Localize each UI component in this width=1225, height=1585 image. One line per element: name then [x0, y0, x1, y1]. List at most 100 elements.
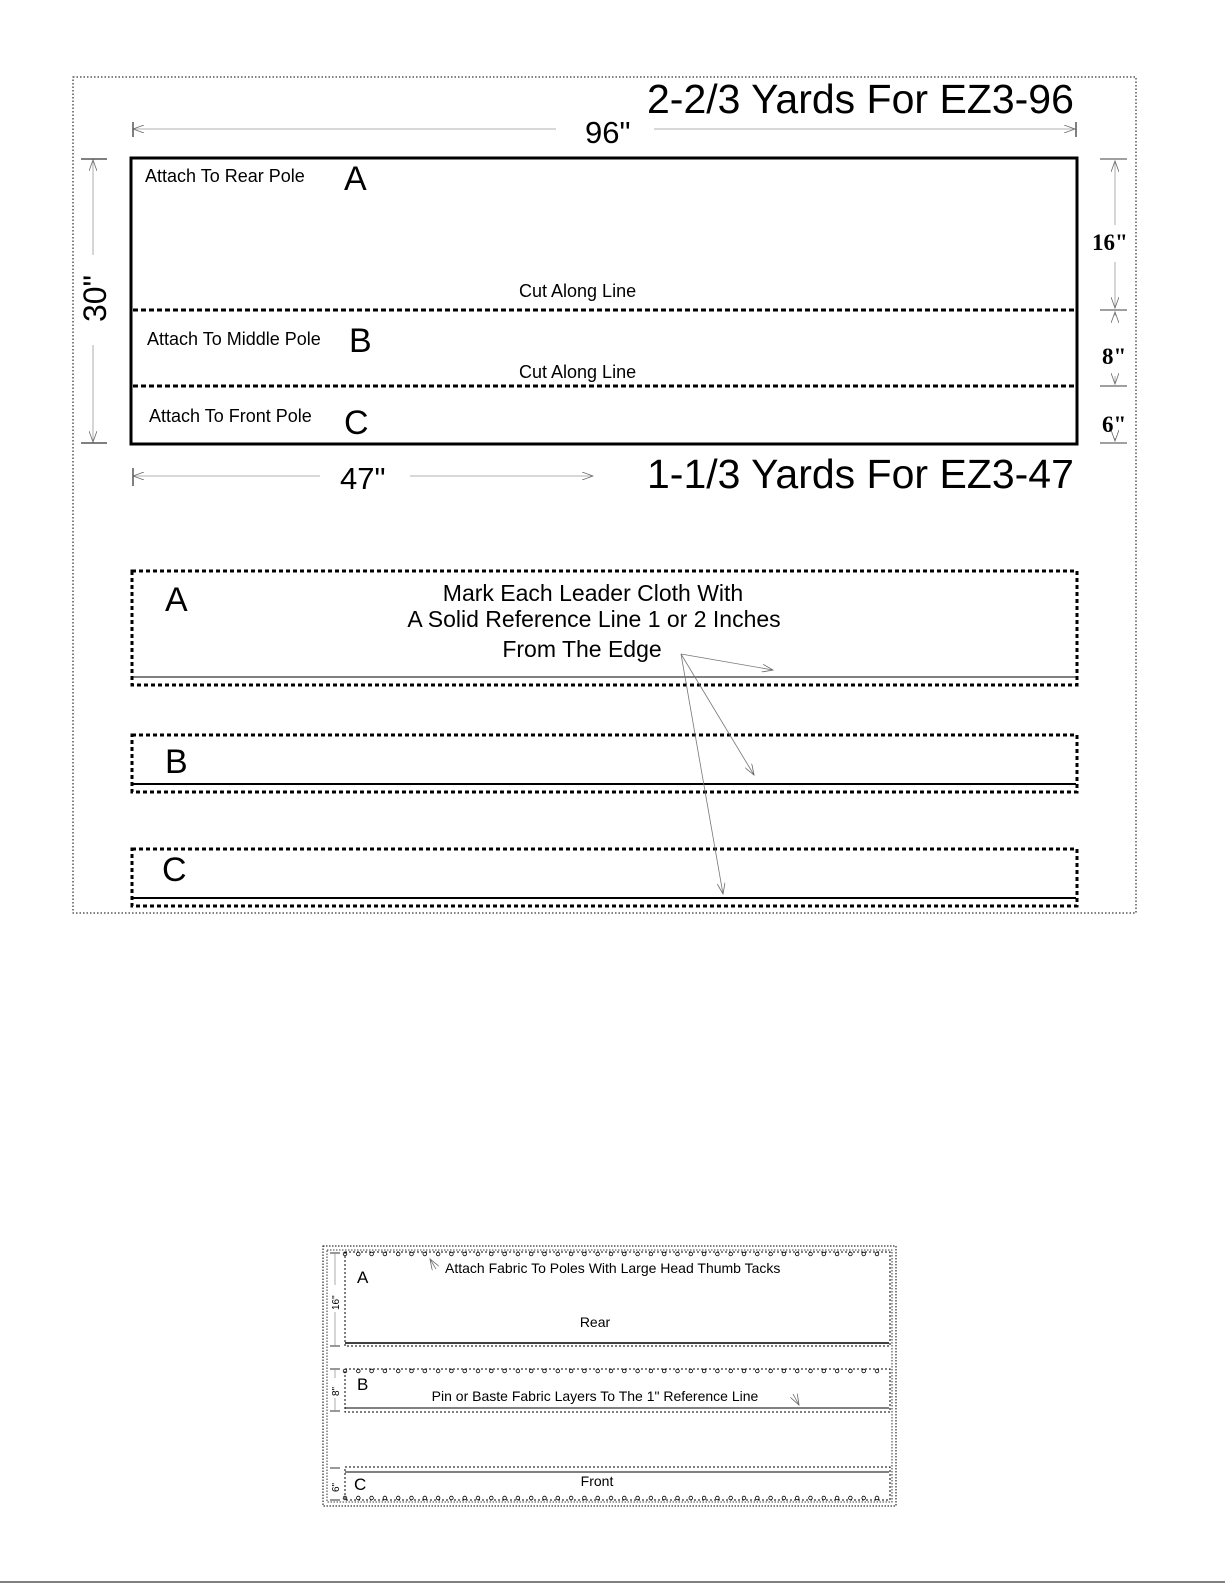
dimension-30: 30": [77, 158, 113, 444]
tack-row-middle: [342, 1368, 880, 1374]
thumb-tack-icon: [356, 1495, 361, 1501]
thumb-tack-icon: [382, 1495, 388, 1501]
thumb-tack-icon: [715, 1495, 720, 1501]
letter-c-bottom: C: [354, 1475, 366, 1494]
label-front-pole: Attach To Front Pole: [149, 406, 312, 426]
thumb-tack-icon: [595, 1368, 600, 1374]
thumb-tack-icon: [635, 1495, 640, 1501]
thumb-tack-icon: [741, 1495, 747, 1501]
thumb-tack-icon: [342, 1368, 348, 1374]
thumb-tack-icon: [542, 1251, 547, 1257]
thumb-tack-icon: [622, 1368, 627, 1374]
thumb-tack-icon: [462, 1368, 467, 1374]
front-label: Front: [581, 1473, 614, 1489]
thumb-tack-icon: [808, 1368, 813, 1374]
thumb-tack-icon: [848, 1251, 853, 1257]
thumb-tack-icon: [435, 1251, 441, 1257]
letter-a-top: A: [344, 160, 367, 198]
thumb-tack-icon: [608, 1368, 614, 1374]
thumb-tack-icon: [848, 1495, 853, 1501]
thumb-tack-icon: [382, 1251, 388, 1257]
dimension-right: 16" 8" 6": [1092, 158, 1128, 444]
leader-cloth-b: B: [130, 733, 1079, 794]
thumb-tack-icon: [834, 1495, 840, 1501]
letter-b-leader: B: [165, 743, 188, 781]
thumb-tack-icon: [529, 1495, 534, 1501]
thumb-tack-icon: [449, 1495, 454, 1501]
letter-b-top: B: [349, 322, 372, 360]
thumb-tack-icon: [808, 1495, 813, 1501]
reference-arrows: [680, 653, 773, 894]
thumb-tack-icon: [475, 1368, 481, 1374]
thumb-tack-icon: [715, 1251, 720, 1257]
pin-note: Pin or Baste Fabric Layers To The 1" Ref…: [432, 1388, 759, 1404]
thumb-tack-icon: [662, 1251, 667, 1257]
bottom-mounting-diagram: A Attach Fabric To Poles With Large Head…: [322, 1245, 897, 1507]
letter-c-leader: C: [162, 851, 187, 889]
letter-a-leader: A: [165, 581, 188, 619]
tack-row-front: [342, 1495, 880, 1501]
thumb-tack-icon: [568, 1495, 574, 1501]
thumb-tack-icon: [542, 1368, 547, 1374]
thumb-tack-icon: [861, 1495, 866, 1501]
letter-b-bottom: B: [357, 1375, 368, 1394]
thumb-tack-icon: [861, 1368, 866, 1374]
thumb-tack-icon: [701, 1495, 707, 1501]
thumb-tack-icon: [396, 1251, 401, 1257]
thumb-tack-icon: [701, 1368, 707, 1374]
thumb-tack-icon: [688, 1495, 693, 1501]
thumb-tack-icon: [861, 1251, 866, 1257]
thumb-tack-icon: [515, 1368, 521, 1374]
leader-cloth-a: A: [130, 569, 1079, 687]
dim-16-label: 16": [1092, 230, 1128, 255]
thumb-tack-icon: [356, 1251, 361, 1257]
thumb-tack-icon: [435, 1368, 441, 1374]
thumb-tack-icon: [369, 1251, 374, 1257]
thumb-tack-icon: [595, 1495, 600, 1501]
dim-8-bottom: 8": [331, 1386, 342, 1396]
dim-96-label: 96": [585, 115, 631, 150]
leader-cloth-c: C: [130, 847, 1079, 908]
top-dotted-border: [72, 76, 1137, 914]
thumb-tack-icon: [582, 1251, 587, 1257]
thumb-tack-icon: [608, 1251, 614, 1257]
dim-16-bottom: 16": [331, 1295, 342, 1310]
thumb-tack-icon: [369, 1368, 374, 1374]
thumb-tack-icon: [568, 1251, 574, 1257]
label-middle-pole: Attach To Middle Pole: [147, 329, 321, 349]
letter-c-top: C: [344, 404, 369, 442]
title-96-yards: 2-2/3 Yards For EZ3-96: [647, 76, 1074, 122]
dim-6-bottom: 6": [331, 1482, 342, 1492]
thumb-tack-icon: [555, 1495, 560, 1501]
thumb-tack-icon: [475, 1495, 481, 1501]
thumb-tack-icon: [608, 1495, 614, 1501]
note-line-1: Mark Each Leader Cloth With: [443, 580, 743, 606]
thumb-tack-icon: [728, 1251, 733, 1257]
dim-8-label: 8": [1102, 344, 1126, 369]
middle-panel: B Pin or Baste Fabric Layers To The 1" R…: [342, 1368, 891, 1413]
thumb-tack-icon: [462, 1251, 467, 1257]
cut-along-line-2: Cut Along Line: [519, 362, 636, 382]
title-47-yards: 1-1/3 Yards For EZ3-47: [647, 451, 1074, 497]
thumb-tack-icon: [821, 1368, 826, 1374]
thumb-tack-icon: [662, 1368, 667, 1374]
top-cutting-diagram: 96" 2-2/3 Yards For EZ3-96 Attach To Rea…: [72, 76, 1137, 914]
thumb-tack-icon: [728, 1495, 733, 1501]
thumb-tack-icon: [568, 1368, 574, 1374]
thumb-tack-icon: [475, 1251, 481, 1257]
dim-47-label: 47": [340, 461, 386, 496]
thumb-tack-icon: [435, 1495, 441, 1501]
thumb-tack-icon: [715, 1368, 720, 1374]
thumb-tack-icon: [688, 1368, 693, 1374]
thumb-tack-icon: [622, 1495, 627, 1501]
thumb-tack-icon: [422, 1368, 427, 1374]
thumb-tack-icon: [768, 1251, 773, 1257]
fabric-outline: [129, 156, 1079, 446]
thumb-tack-icon: [821, 1495, 826, 1501]
thumb-tack-icon: [542, 1495, 547, 1501]
dimension-96: 96": [132, 115, 1077, 150]
bottom-dotted-border: [322, 1245, 897, 1507]
thumb-tack-icon: [874, 1368, 880, 1374]
thumb-tack-icon: [396, 1368, 401, 1374]
